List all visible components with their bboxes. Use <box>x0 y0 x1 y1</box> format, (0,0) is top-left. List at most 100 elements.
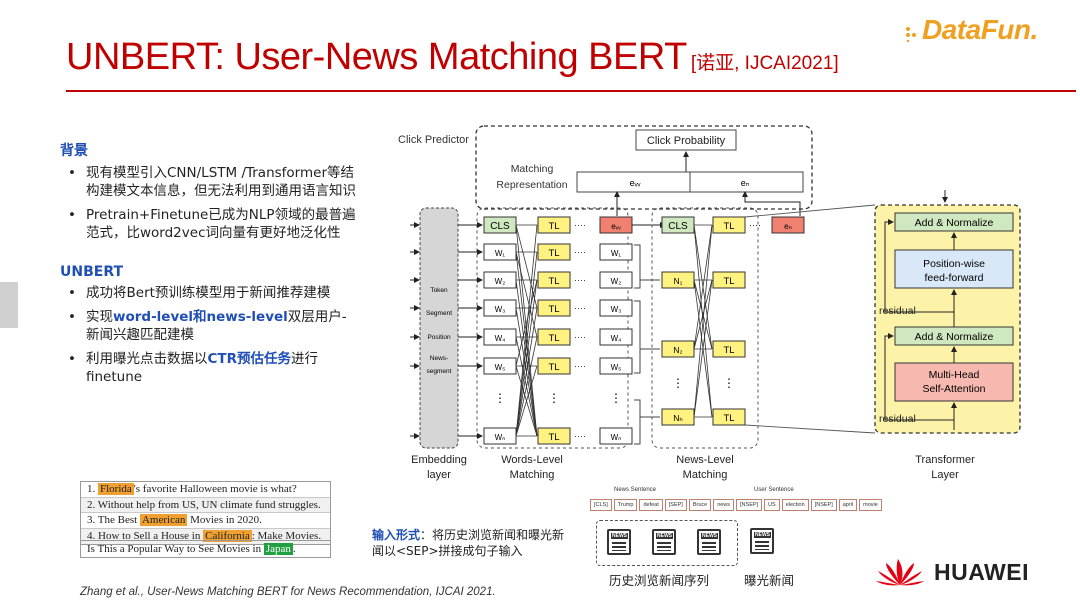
background-bullet: Pretrain+Finetune已成为NLP领域的最普遍范式，比word2ve… <box>60 206 360 242</box>
embedding-segment-label: Segment <box>426 310 452 317</box>
words-tl-column <box>537 216 571 445</box>
transformer-label-1: Transformer <box>915 454 975 466</box>
embedding-news-label: News- <box>430 355 448 362</box>
bullet-highlight: CTR预估任务 <box>207 351 292 367</box>
sentence-token: Trump <box>613 499 638 511</box>
embedding-layer-label-2: layer <box>427 469 451 481</box>
mha-label-1: Multi-Head <box>929 369 980 381</box>
example-row: 2. Without help from US, UN climate fund… <box>81 497 330 513</box>
sentence-token: Bruce <box>688 499 712 511</box>
ew-label: eᵥᵥ <box>630 178 641 188</box>
sentence-token: [NSEP] <box>810 499 837 511</box>
bullet-text: 利用曝光点击数据以 <box>86 351 208 367</box>
en-output-label: eₙ <box>784 222 792 231</box>
word-label: W₅ <box>495 363 506 372</box>
tl-dots: ········ ········ ········ ···· <box>574 220 586 441</box>
exposed-news-label: 曝光新闻 <box>744 573 795 588</box>
unbert-bullet: 实现word-level和news-level双层用户-新闻兴趣匹配建模 <box>60 308 360 344</box>
word-label: W₃ <box>495 305 506 314</box>
example-text: 4. How to Sell a House in <box>87 529 204 542</box>
word-output-box <box>599 299 633 317</box>
svg-text:····: ···· <box>574 247 586 257</box>
example-text: 3. The Best <box>87 514 140 526</box>
word-label: Wₙ <box>495 433 506 442</box>
tl-label: TL <box>548 221 559 232</box>
tl-label: TL <box>723 413 734 424</box>
title-underline <box>66 90 1076 92</box>
example-text: 's favorite Halloween movie is what? <box>133 483 297 495</box>
sentence-token: [NSEP] <box>736 499 763 511</box>
word-label: W₂ <box>495 277 506 286</box>
tl-label: TL <box>548 432 559 443</box>
words-level-label-2: Matching <box>510 469 555 481</box>
news-cls-label: CLS <box>668 221 688 232</box>
sentence-token: movie <box>859 499 882 511</box>
en-label: eₙ <box>741 178 750 188</box>
tl-label: TL <box>548 362 559 373</box>
bullet-text: 进行finetune <box>86 351 319 385</box>
exposed-news-example: Is This a Popular Way to See Movies in J… <box>80 540 331 558</box>
word-output-label: W₄ <box>611 334 622 343</box>
user-sentence-label: User Sentence <box>754 487 794 493</box>
word-output-label: W₂ <box>611 277 622 286</box>
example-text: 1. <box>87 483 98 495</box>
word-label: W₄ <box>495 334 506 343</box>
news-tl-column <box>712 216 746 426</box>
sentence-token: [CLS] <box>590 499 612 511</box>
svg-text:····: ···· <box>574 220 586 230</box>
datafun-logo: DataFun. <box>922 14 1038 45</box>
words-cls-label: CLS <box>490 221 510 232</box>
news-icon <box>652 529 676 555</box>
embedding-to-words-arrows <box>458 222 483 439</box>
bullet-text: 实现 <box>86 309 113 325</box>
svg-text:····: ···· <box>574 303 586 313</box>
matching-rep-label-2: Representation <box>496 179 567 191</box>
words-ellipsis: ⋮ <box>494 391 506 405</box>
svg-text:····: ···· <box>574 431 586 441</box>
click-probability-label: Click Probability <box>647 135 726 147</box>
huawei-logo-icon <box>876 559 924 586</box>
ew-output-label: eᵥᵥ <box>611 222 621 231</box>
click-probability-box <box>635 129 737 151</box>
news-level-label-2: Matching <box>683 469 728 481</box>
embedding-layer-label-1: Embedding <box>411 454 467 466</box>
word-output-label: W₁ <box>611 249 622 258</box>
word-output-box <box>599 328 633 346</box>
mha-label-2: Self-Attention <box>922 383 985 395</box>
tl-label: TL <box>723 221 734 232</box>
word-label: W₁ <box>495 249 506 258</box>
transformer-label-2: Layer <box>931 469 959 481</box>
add-normalize-top-label: Add & Normalize <box>915 217 994 229</box>
word-output-label: W₃ <box>611 305 622 314</box>
sentence-token: [SEP] <box>664 499 687 511</box>
history-news-group <box>596 520 738 566</box>
word-output-label: W₅ <box>611 363 622 372</box>
svg-text:····: ···· <box>574 275 586 285</box>
word-output-box <box>599 271 633 289</box>
input-form-text: ：将历史浏览新闻和曝光新闻以<SEP>拼接成句子输入 <box>372 528 565 558</box>
embedding-input-arrows <box>410 222 420 439</box>
bullet-highlight: word-level和news-level <box>113 309 288 325</box>
words-level-box <box>476 207 629 449</box>
tl-label: TL <box>723 276 734 287</box>
page-title: UNBERT: User-News Matching BERT[诺亚, IJCA… <box>66 36 839 79</box>
bullet-text: 双层用户-新闻兴趣匹配建模 <box>86 309 347 343</box>
example-text: . <box>292 543 296 555</box>
tl-ellipsis: ⋮ <box>548 391 560 405</box>
diagram-svg: Click Predictor Click Probability Matchi… <box>398 125 1021 481</box>
embedding-token-label: Token <box>430 287 448 294</box>
input-form-description: 输入形式：将历史浏览新闻和曝光新闻以<SEP>拼接成句子输入 <box>372 527 572 559</box>
input-form-label: 输入形式 <box>372 528 421 542</box>
residual-label-bottom: residual <box>879 413 916 425</box>
news-level-box <box>651 207 759 449</box>
news-label: Nₕ <box>673 413 683 423</box>
matching-rep-label-1: Matching <box>511 163 554 175</box>
news-ellipsis: ⋮ <box>672 376 684 390</box>
citation: Zhang et al., User-News Matching BERT fo… <box>80 586 496 598</box>
sentence-token: US <box>764 499 780 511</box>
embedding-position-label: Position <box>427 334 451 341</box>
news-icon <box>697 529 721 555</box>
word-output-label: Wₙ <box>611 433 622 442</box>
news-level-label-1: News-Level <box>676 454 733 466</box>
tl-label: TL <box>548 276 559 287</box>
